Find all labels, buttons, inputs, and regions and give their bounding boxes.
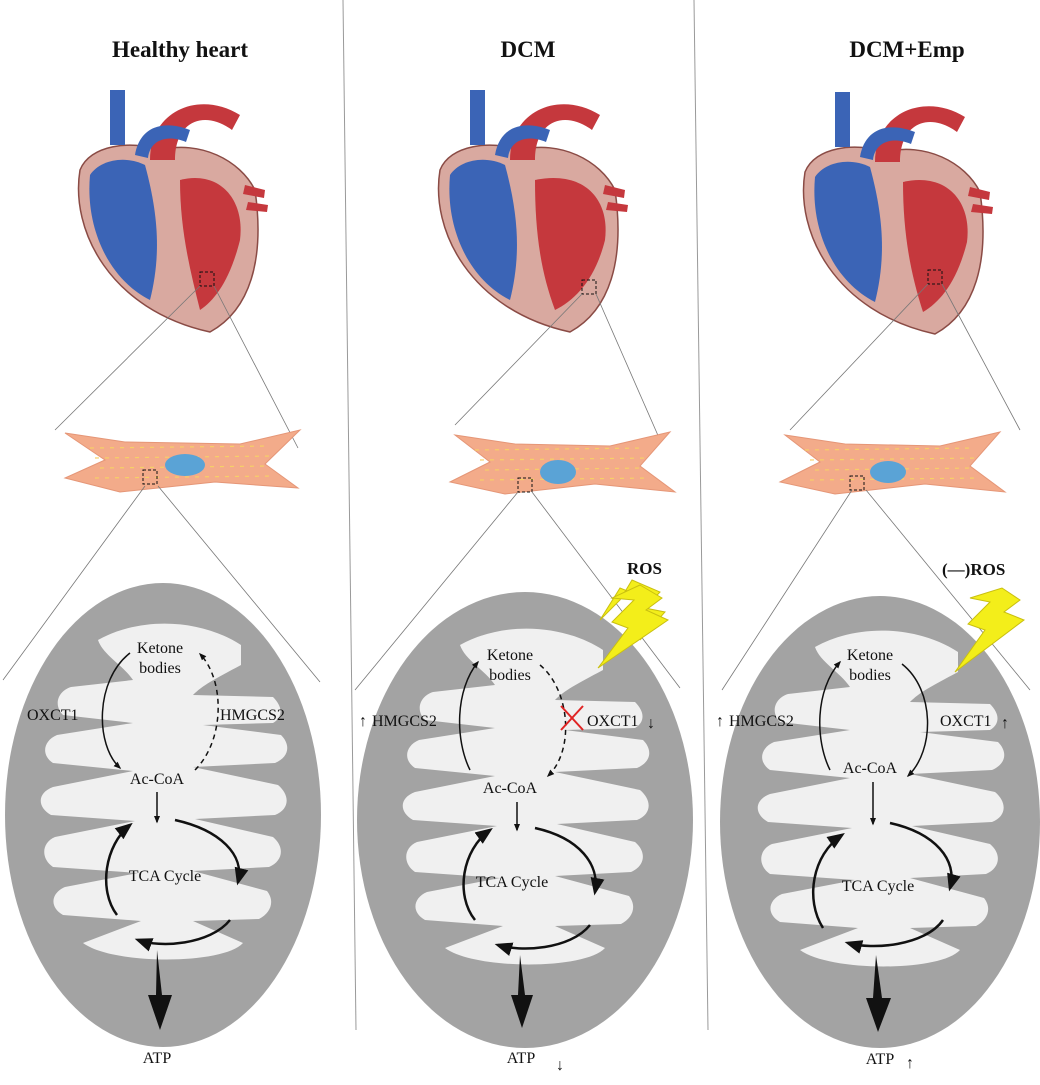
ros-lightning-bolt [954, 587, 1026, 673]
ac-coa-label: Ac-CoA [130, 771, 185, 788]
tca-cycle-label: TCA Cycle [476, 874, 548, 891]
cardiomyocyte [63, 429, 302, 493]
oxct1-blocked-x [560, 705, 584, 731]
oxct1-arrow [101, 652, 131, 770]
oxct1-label: OXCT1 [940, 713, 992, 730]
zoom-line [941, 283, 1021, 431]
panel-title: DCM [501, 37, 556, 62]
tca-arrow [811, 833, 845, 929]
zoom-line [454, 293, 583, 426]
cardiomyocyte [448, 431, 677, 495]
panel-dcm-emp: DCM+Emp [716, 37, 1040, 1072]
panel-title: Healthy heart [112, 37, 248, 62]
heart-illustration [802, 92, 993, 335]
up-arrow-icon: ↑ [906, 1055, 914, 1072]
zoom-line [595, 293, 661, 441]
tca-cycle-label: TCA Cycle [842, 878, 914, 895]
atp-label: ATP [866, 1051, 895, 1068]
oxct1-arrow [901, 663, 929, 778]
ketone-bodies-label: bodies [139, 660, 181, 677]
oxct1-label: OXCT1 [587, 713, 639, 730]
zoom-line [721, 489, 853, 691]
oxct1-label: OXCT1 [27, 707, 79, 724]
up-arrow-icon: ↑ [359, 713, 367, 730]
zoom-line [54, 285, 201, 431]
tca-cycle-label: TCA Cycle [129, 868, 201, 885]
tca-arrow [494, 924, 591, 956]
zoom-line [213, 285, 299, 449]
hmgcs2-label: HMGCS2 [372, 713, 437, 730]
heart-illustration [77, 90, 268, 333]
up-arrow-icon: ↑ [1001, 715, 1009, 732]
tca-arrow [889, 821, 961, 892]
atp-output-arrow [148, 950, 172, 1030]
mitochondrion [357, 592, 693, 1048]
tca-arrow [134, 919, 231, 952]
ketone-bodies-label: Ketone [137, 640, 183, 657]
hmgcs2-label: HMGCS2 [729, 713, 794, 730]
zoom-line [157, 485, 321, 683]
atp-output-arrow [511, 955, 533, 1028]
ketone-bodies-label: Ketone [847, 647, 893, 664]
down-arrow-icon: ↓ [647, 715, 655, 732]
panel-title: DCM+Emp [849, 37, 964, 62]
tca-arrow [844, 919, 945, 954]
ros-label: ROS [627, 559, 662, 578]
ac-coa-label: Ac-CoA [483, 780, 538, 797]
atp-label: ATP [143, 1050, 172, 1067]
hmgcs2-arrow [194, 652, 219, 771]
up-arrow-icon: ↑ [716, 713, 724, 730]
tca-arrow [462, 827, 493, 921]
zoom-line [531, 491, 681, 689]
down-arrow-icon: ↓ [556, 1057, 564, 1074]
heart-illustration [437, 90, 628, 333]
panel-divider-1 [342, 0, 357, 1031]
ketone-bodies-label: Ketone [487, 647, 533, 664]
atp-output-arrow [866, 955, 891, 1032]
tca-arrow [174, 818, 249, 886]
oxct1-arrow [539, 664, 567, 778]
panel-dcm: DCM [354, 37, 693, 1074]
ros-label: (—)ROS [942, 560, 1005, 579]
zoom-line [789, 283, 929, 431]
hmgcs2-arrow [819, 660, 841, 771]
ros-lightning-bolt [597, 584, 670, 669]
ac-coa-label: Ac-CoA [843, 760, 898, 777]
panel-divider-2 [693, 0, 709, 1031]
zoom-line [2, 485, 146, 681]
ketone-bodies-label: bodies [489, 667, 531, 684]
zoom-line [865, 489, 1031, 691]
hmgcs2-arrow [458, 660, 479, 771]
atp-label: ATP [507, 1050, 536, 1067]
hmgcs2-label: HMGCS2 [220, 707, 285, 724]
ketone-bodies-label: bodies [849, 667, 891, 684]
tca-arrow [104, 822, 133, 916]
panel-healthy-heart: Healthy heart [2, 37, 321, 1067]
zoom-line [354, 491, 519, 691]
tca-arrow [534, 826, 605, 896]
cardiomyocyte [778, 431, 1007, 495]
